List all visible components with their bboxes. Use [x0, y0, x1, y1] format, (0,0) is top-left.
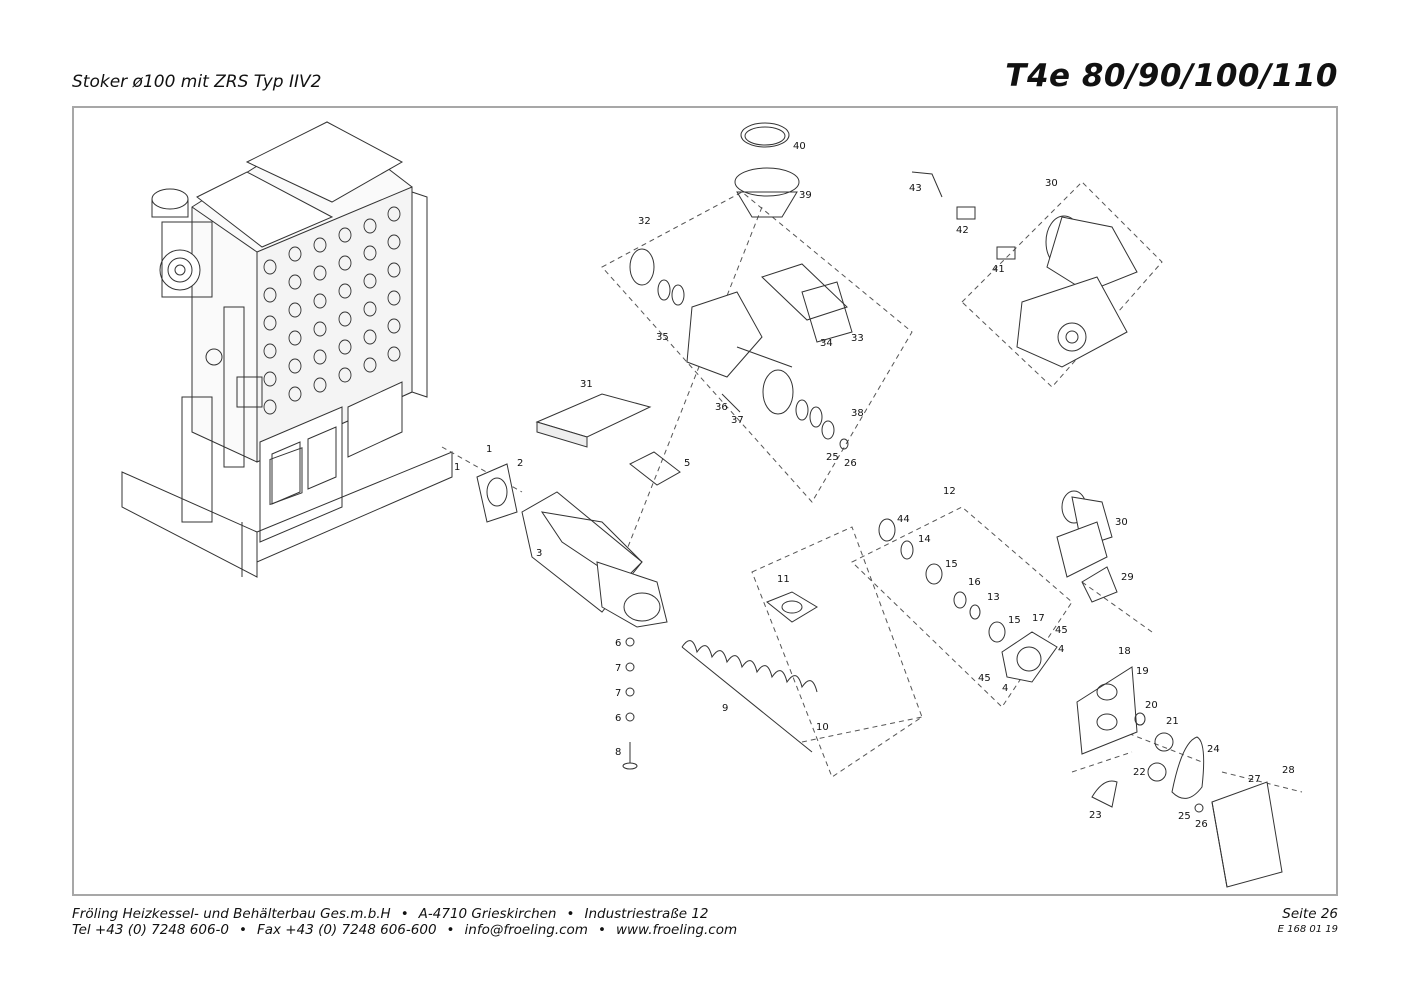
drawing-subtitle: Stoker ø100 mit ZRS Typ IIV2: [72, 72, 322, 92]
part-label: 41: [992, 264, 1005, 275]
company-name: Fröling Heizkessel- und Behälterbau Ges.…: [72, 906, 391, 922]
part-label: 5: [684, 458, 690, 469]
part-label: 32: [638, 216, 651, 227]
fax-number: Fax +43 (0) 7248 606-600: [256, 922, 437, 938]
email-link[interactable]: info@froeling.com: [464, 922, 588, 938]
part-label: 25: [1178, 811, 1191, 822]
part-label: 42: [956, 225, 969, 236]
model-title: T4e 80/90/100/110: [1005, 58, 1338, 94]
flange-plate-illustration: [766, 591, 818, 623]
part-label: 45: [978, 673, 991, 684]
part-label: 33: [851, 333, 864, 344]
part-label: 27: [1248, 774, 1261, 785]
exploded-view-drawing: 1 1 2 3 4 4 5 6 6 7 7 8 9 10 11 12 13 14…: [121, 121, 1303, 888]
part-label: 26: [1195, 819, 1208, 830]
mounting-plate-illustration: [1076, 666, 1138, 755]
part-label: 38: [851, 408, 864, 419]
part-label: 39: [799, 190, 812, 201]
drive-motor-top-illustration: [1016, 215, 1138, 368]
gasket-illustration: [629, 451, 681, 486]
part-label: 26: [844, 458, 857, 469]
bearing-housing-illustration: [1001, 631, 1058, 683]
part-label: 43: [909, 183, 922, 194]
part-label: 13: [987, 592, 1000, 603]
part-label: 29: [1121, 572, 1134, 583]
part-label: 7: [615, 688, 621, 699]
part-label: 4: [1058, 644, 1064, 655]
part-label: 44: [897, 514, 910, 525]
part-label: 6: [615, 638, 621, 649]
part-label: 11: [777, 574, 790, 585]
part-label: 36: [715, 402, 728, 413]
part-label: 14: [918, 534, 931, 545]
footer-address-line: Fröling Heizkessel- und Behälterbau Ges.…: [72, 906, 709, 922]
company-city: A-4710 Grieskirchen: [418, 906, 557, 922]
part-label: 23: [1089, 810, 1102, 821]
part-label: 22: [1133, 767, 1146, 778]
part-label: 45: [1055, 625, 1068, 636]
part-label: 6: [615, 713, 621, 724]
exploded-view-frame: 1 1 2 3 4 4 5 6 6 7 7 8 9 10 11 12 13 14…: [72, 106, 1338, 896]
drive-chain-illustration: [1171, 736, 1205, 799]
chain-cover-illustration: [1211, 781, 1283, 888]
part-label: 30: [1115, 517, 1128, 528]
part-label: 24: [1207, 744, 1220, 755]
page-number: Seite 26: [1282, 906, 1338, 922]
phone-number: Tel +43 (0) 7248 606-0: [72, 922, 229, 938]
part-label: 34: [820, 338, 833, 349]
boiler-body-illustration: [121, 121, 453, 578]
part-label: 40: [793, 141, 806, 152]
assembly-guide-lines: [441, 181, 1303, 793]
part-label: 25: [826, 452, 839, 463]
funnel-flange-illustration: [734, 167, 800, 218]
part-label: 37: [731, 415, 744, 426]
website-link[interactable]: www.froeling.com: [615, 922, 738, 938]
part-label: 10: [816, 722, 829, 733]
company-street: Industriestraße 12: [584, 906, 709, 922]
document-number: E 168 01 19: [1277, 924, 1338, 935]
bolt-stack-illustration: [622, 637, 638, 770]
boiler-vent-holes: [263, 206, 401, 415]
part-label: 9: [722, 703, 728, 714]
part-label: 2: [517, 458, 523, 469]
drive-motor-lower-illustration: [1056, 490, 1118, 603]
screw-auger-illustration: [681, 640, 818, 753]
part-label: 21: [1166, 716, 1179, 727]
part-label: 7: [615, 663, 621, 674]
part-label: 19: [1136, 666, 1149, 677]
part-label: 3: [536, 548, 542, 559]
stoker-tube-illustration: [476, 463, 668, 628]
rotary-valve-illustration: [629, 248, 853, 450]
part-label: 16: [968, 577, 981, 588]
part-label: 20: [1145, 700, 1158, 711]
part-label: 28: [1282, 765, 1295, 776]
part-label: 18: [1118, 646, 1131, 657]
part-label: 1: [454, 462, 460, 473]
footer-contact-line: Tel +43 (0) 7248 606-0•Fax +43 (0) 7248 …: [72, 922, 738, 938]
part-number-labels: 1 1 2 3 4 4 5 6 6 7 7 8 9 10 11 12 13 14…: [454, 141, 1295, 830]
part-label: 1: [486, 444, 492, 455]
part-label: 15: [945, 559, 958, 570]
part-label: 12: [943, 486, 956, 497]
part-label: 4: [1002, 683, 1008, 694]
part-label: 30: [1045, 178, 1058, 189]
part-label: 17: [1032, 613, 1045, 624]
part-label: 15: [1008, 615, 1021, 626]
seal-ring-illustration: [740, 122, 790, 148]
part-label: 8: [615, 747, 621, 758]
part-label: 35: [656, 332, 669, 343]
part-label: 31: [580, 379, 593, 390]
